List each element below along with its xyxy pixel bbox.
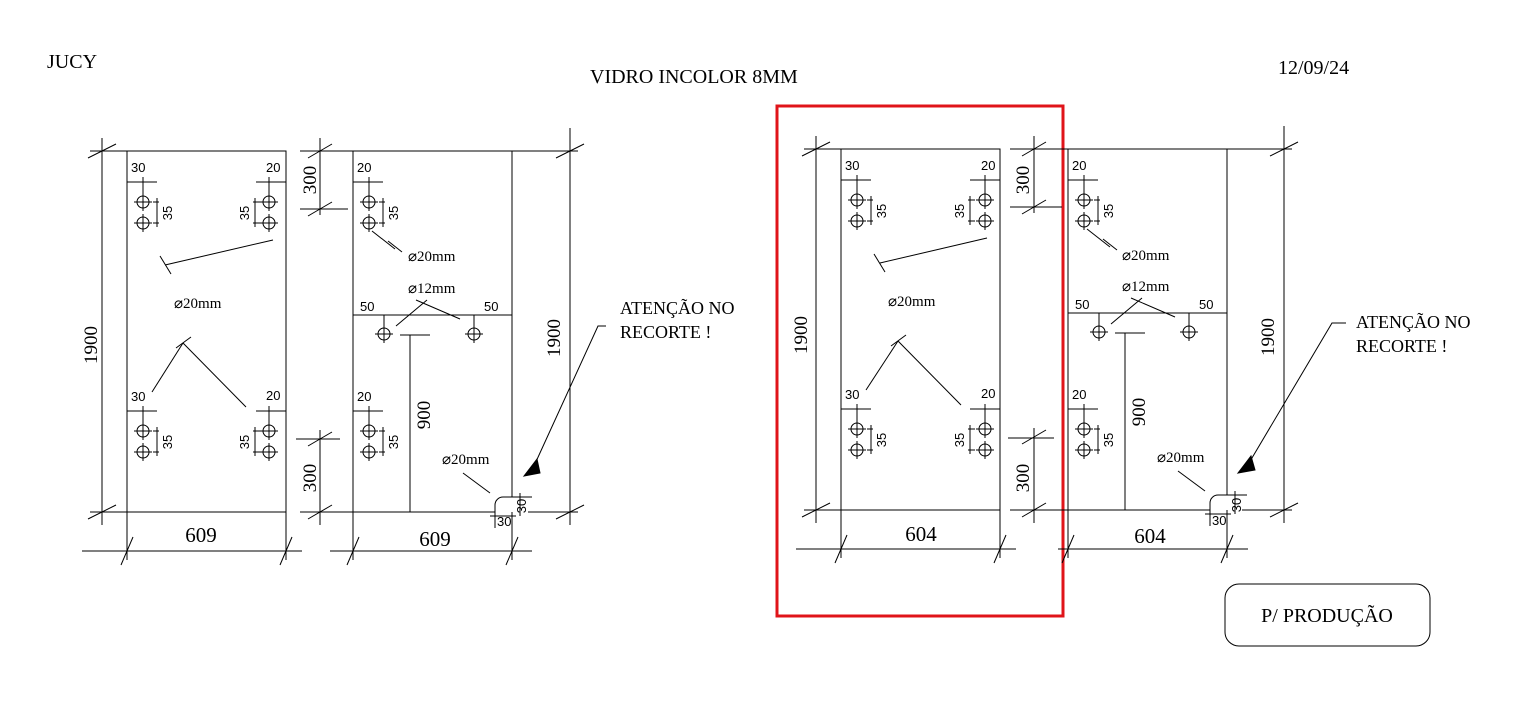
hinge-offset-top: 20 (357, 160, 371, 175)
cutout-warning-1: ATENÇÃO NO RECORTE ! (522, 297, 735, 477)
drawing-date: 12/09/24 (1278, 57, 1349, 79)
top-offset-dimension: 300 (1013, 166, 1034, 195)
hole-spacing: 35 (160, 206, 175, 220)
hinge-offset-bottom-left: 30 (131, 389, 145, 404)
hinge-offset-bottom-right: 20 (266, 388, 280, 403)
material-title: VIDRO INCOLOR 8MM (590, 66, 798, 88)
hole-spacing: 35 (952, 204, 967, 218)
production-stamp-label: P/ PRODUÇÃO (1261, 603, 1393, 627)
hole-spacing: 35 (386, 206, 401, 220)
hinge-offset-bottom-right: 20 (981, 386, 995, 401)
panel-4: 300 300 1900 604 20 35 ⌀20mm (1008, 126, 1299, 564)
hole-spacing: 35 (952, 433, 967, 447)
panel-2: 300 300 1900 609 20 35 ⌀20mm (296, 128, 585, 566)
warning-line-1: ATENÇÃO NO (620, 297, 735, 318)
hinge-offset-top-right: 20 (266, 160, 280, 175)
panel-1: 1900 609 30 35 20 35 (81, 138, 302, 566)
hole-spacing: 35 (874, 204, 889, 218)
handle-offset-right: 50 (1199, 297, 1213, 312)
hole-diameter-label-top: ⌀20mm (1122, 248, 1170, 264)
glass-outline (840, 148, 1001, 511)
notch-height: 30 (514, 499, 529, 513)
width-dimension: 609 (185, 523, 217, 547)
hole-spacing: 35 (1101, 433, 1116, 447)
notch-width: 30 (1212, 513, 1226, 528)
height-dimension: 1900 (791, 316, 812, 354)
warning-line-2: RECORTE ! (620, 322, 711, 342)
warning-line-1: ATENÇÃO NO (1356, 311, 1471, 332)
selection-highlight (775, 104, 1065, 618)
panel-3: 1900 604 30 35 20 35 30 (791, 136, 1016, 564)
glass-outline (352, 150, 513, 513)
glass-outline (126, 150, 287, 513)
hinge-offset-top-right: 20 (981, 158, 995, 173)
hole-diameter-label-top: ⌀20mm (408, 249, 456, 265)
hole-spacing: 35 (237, 206, 252, 220)
client-name: JUCY (47, 51, 97, 73)
bottom-offset-dimension: 300 (300, 464, 321, 493)
hole-spacing: 35 (237, 435, 252, 449)
top-offset-dimension: 300 (300, 166, 321, 195)
cutout-warning-2: ATENÇÃO NO RECORTE ! (1236, 311, 1471, 474)
notch-height: 30 (1229, 498, 1244, 512)
notch-width: 30 (497, 514, 511, 529)
production-stamp: P/ PRODUÇÃO (1224, 583, 1431, 647)
hinge-offset-bottom: 20 (357, 389, 371, 404)
hinge-offset-top-left: 30 (845, 158, 859, 173)
hinge-offset-top: 20 (1072, 158, 1086, 173)
handle-diameter-label: ⌀12mm (1122, 279, 1170, 295)
bottom-offset-dimension: 300 (1013, 464, 1034, 493)
height-dimension: 1900 (81, 326, 102, 364)
handle-offset-left: 50 (1075, 297, 1089, 312)
handle-offset-right: 50 (484, 299, 498, 314)
width-dimension: 604 (905, 522, 937, 546)
height-dimension: 1900 (544, 319, 565, 357)
handle-diameter-label: ⌀12mm (408, 281, 456, 297)
hinge-offset-top-left: 30 (131, 160, 145, 175)
warning-line-2: RECORTE ! (1356, 336, 1447, 356)
hole-diameter-label: ⌀20mm (174, 296, 222, 312)
notch-diameter-label: ⌀20mm (1157, 450, 1205, 466)
handle-offset-left: 50 (360, 299, 374, 314)
hinge-offset-bottom-left: 30 (845, 387, 859, 402)
handle-height-dimension: 900 (414, 401, 435, 430)
hinge-offset-bottom: 20 (1072, 387, 1086, 402)
handle-height-dimension: 900 (1129, 398, 1150, 427)
width-dimension: 604 (1134, 524, 1166, 548)
hole-spacing: 35 (160, 435, 175, 449)
width-dimension: 609 (419, 527, 451, 551)
hole-spacing: 35 (386, 435, 401, 449)
hole-spacing: 35 (874, 433, 889, 447)
glass-outline (1067, 148, 1228, 511)
hole-spacing: 35 (1101, 204, 1116, 218)
hole-diameter-label: ⌀20mm (888, 294, 936, 310)
height-dimension: 1900 (1258, 318, 1279, 356)
notch-diameter-label: ⌀20mm (442, 452, 490, 468)
